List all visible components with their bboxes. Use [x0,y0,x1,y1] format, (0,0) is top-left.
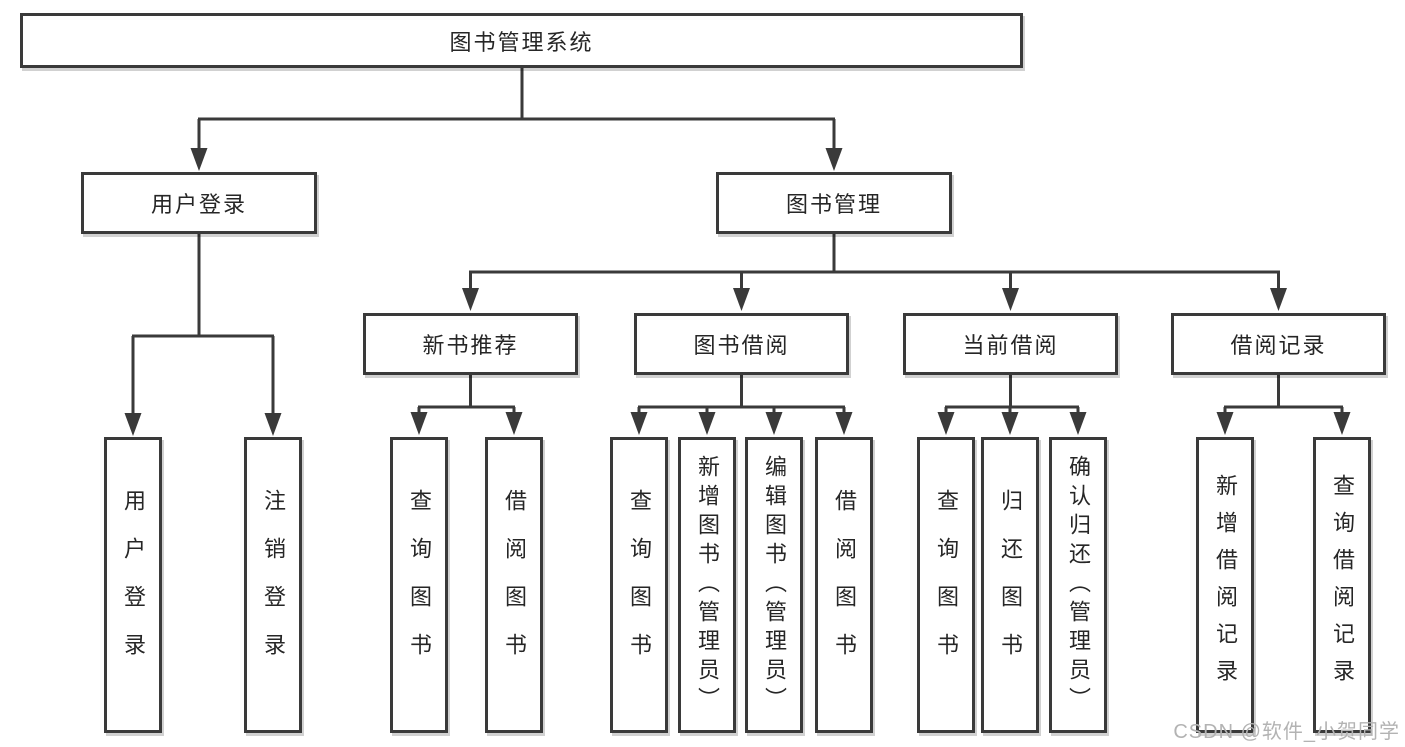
arrow-down-icon [1069,412,1087,435]
connector-currentborrow-to-leaves [944,375,1080,414]
arrow-down-icon [1270,288,1287,311]
node-label: 新增借阅记录 [1213,474,1238,696]
arrow-down-icon [835,412,853,435]
csdn-watermark: CSDN @软件_小贺同学 [1173,721,1400,743]
node-label: 新书推荐 [422,333,519,358]
leaf-confirm-return-admin: 确认归还（管理员） [1049,437,1107,733]
node-label: 查询借阅记录 [1330,474,1355,696]
connector-borrowrecord-to-leaves [1223,375,1344,414]
node-label: 当前借阅 [962,333,1059,358]
node-label: 用户登录 [150,192,247,217]
leaf-user-login: 用户登录 [104,437,162,733]
leaf-edit-books-admin: 编辑图书（管理员） [745,437,803,733]
leaf-return-books: 归还图书 [981,437,1039,733]
node-new-book-recommend: 新书推荐 [363,313,578,375]
arrow-down-icon [505,412,523,435]
node-label: 借阅记录 [1230,333,1327,358]
node-label: 图书管理系统 [449,29,594,55]
leaf-query-borrow-record: 查询借阅记录 [1313,437,1371,733]
node-label: 图书借阅 [693,333,790,358]
node-current-borrow: 当前借阅 [903,313,1118,375]
connector-bookmgmt-to-level3 [469,234,1280,291]
arrow-down-icon [190,148,208,171]
node-label: 新增图书（管理员） [695,454,720,716]
node-borrow-record: 借阅记录 [1171,313,1386,375]
node-label: 编辑图书（管理员） [762,454,787,716]
arrow-down-icon [1001,412,1019,435]
node-label: 用户登录 [121,489,146,681]
arrow-down-icon [698,412,716,435]
node-label: 确认归还（管理员） [1066,454,1091,716]
node-library-system: 图书管理系统 [20,13,1023,68]
node-label: 借阅图书 [502,489,527,681]
node-label: 归还图书 [998,489,1023,681]
node-label: 注销登录 [261,489,286,681]
arrow-down-icon [1333,412,1351,435]
leaf-add-books-admin: 新增图书（管理员） [678,437,736,733]
arrow-down-icon [630,412,648,435]
leaf-query-books: 查询图书 [610,437,668,733]
node-label: 图书管理 [785,192,882,217]
node-label: 借阅图书 [832,489,857,681]
connector-bookborrow-to-leaves [637,375,846,414]
node-user-login: 用户登录 [81,172,317,234]
arrow-down-icon [937,412,955,435]
node-label: 查询图书 [407,489,432,681]
arrow-down-icon [410,412,428,435]
leaf-logout: 注销登录 [244,437,302,733]
arrow-down-icon [264,413,282,436]
leaf-query-books: 查询图书 [917,437,975,733]
arrow-down-icon [1216,412,1234,435]
leaf-add-borrow-record: 新增借阅记录 [1196,437,1254,733]
node-book-borrow: 图书借阅 [634,313,849,375]
arrow-down-icon [733,288,750,311]
arrow-down-icon [1002,288,1019,311]
node-label: 查询图书 [934,489,959,681]
arrow-down-icon [825,148,843,171]
arrow-down-icon [462,288,479,311]
arrow-down-icon [124,413,142,436]
node-book-management: 图书管理 [716,172,952,234]
leaf-borrow-books: 借阅图书 [485,437,543,733]
connector-userlogin-to-leaves [131,234,275,415]
leaf-borrow-books: 借阅图书 [815,437,873,733]
arrow-down-icon [765,412,783,435]
leaf-query-books: 查询图书 [390,437,448,733]
connector-root-to-level2 [197,68,836,150]
connector-newbook-to-leaves [417,375,516,414]
node-label: 查询图书 [627,489,652,681]
